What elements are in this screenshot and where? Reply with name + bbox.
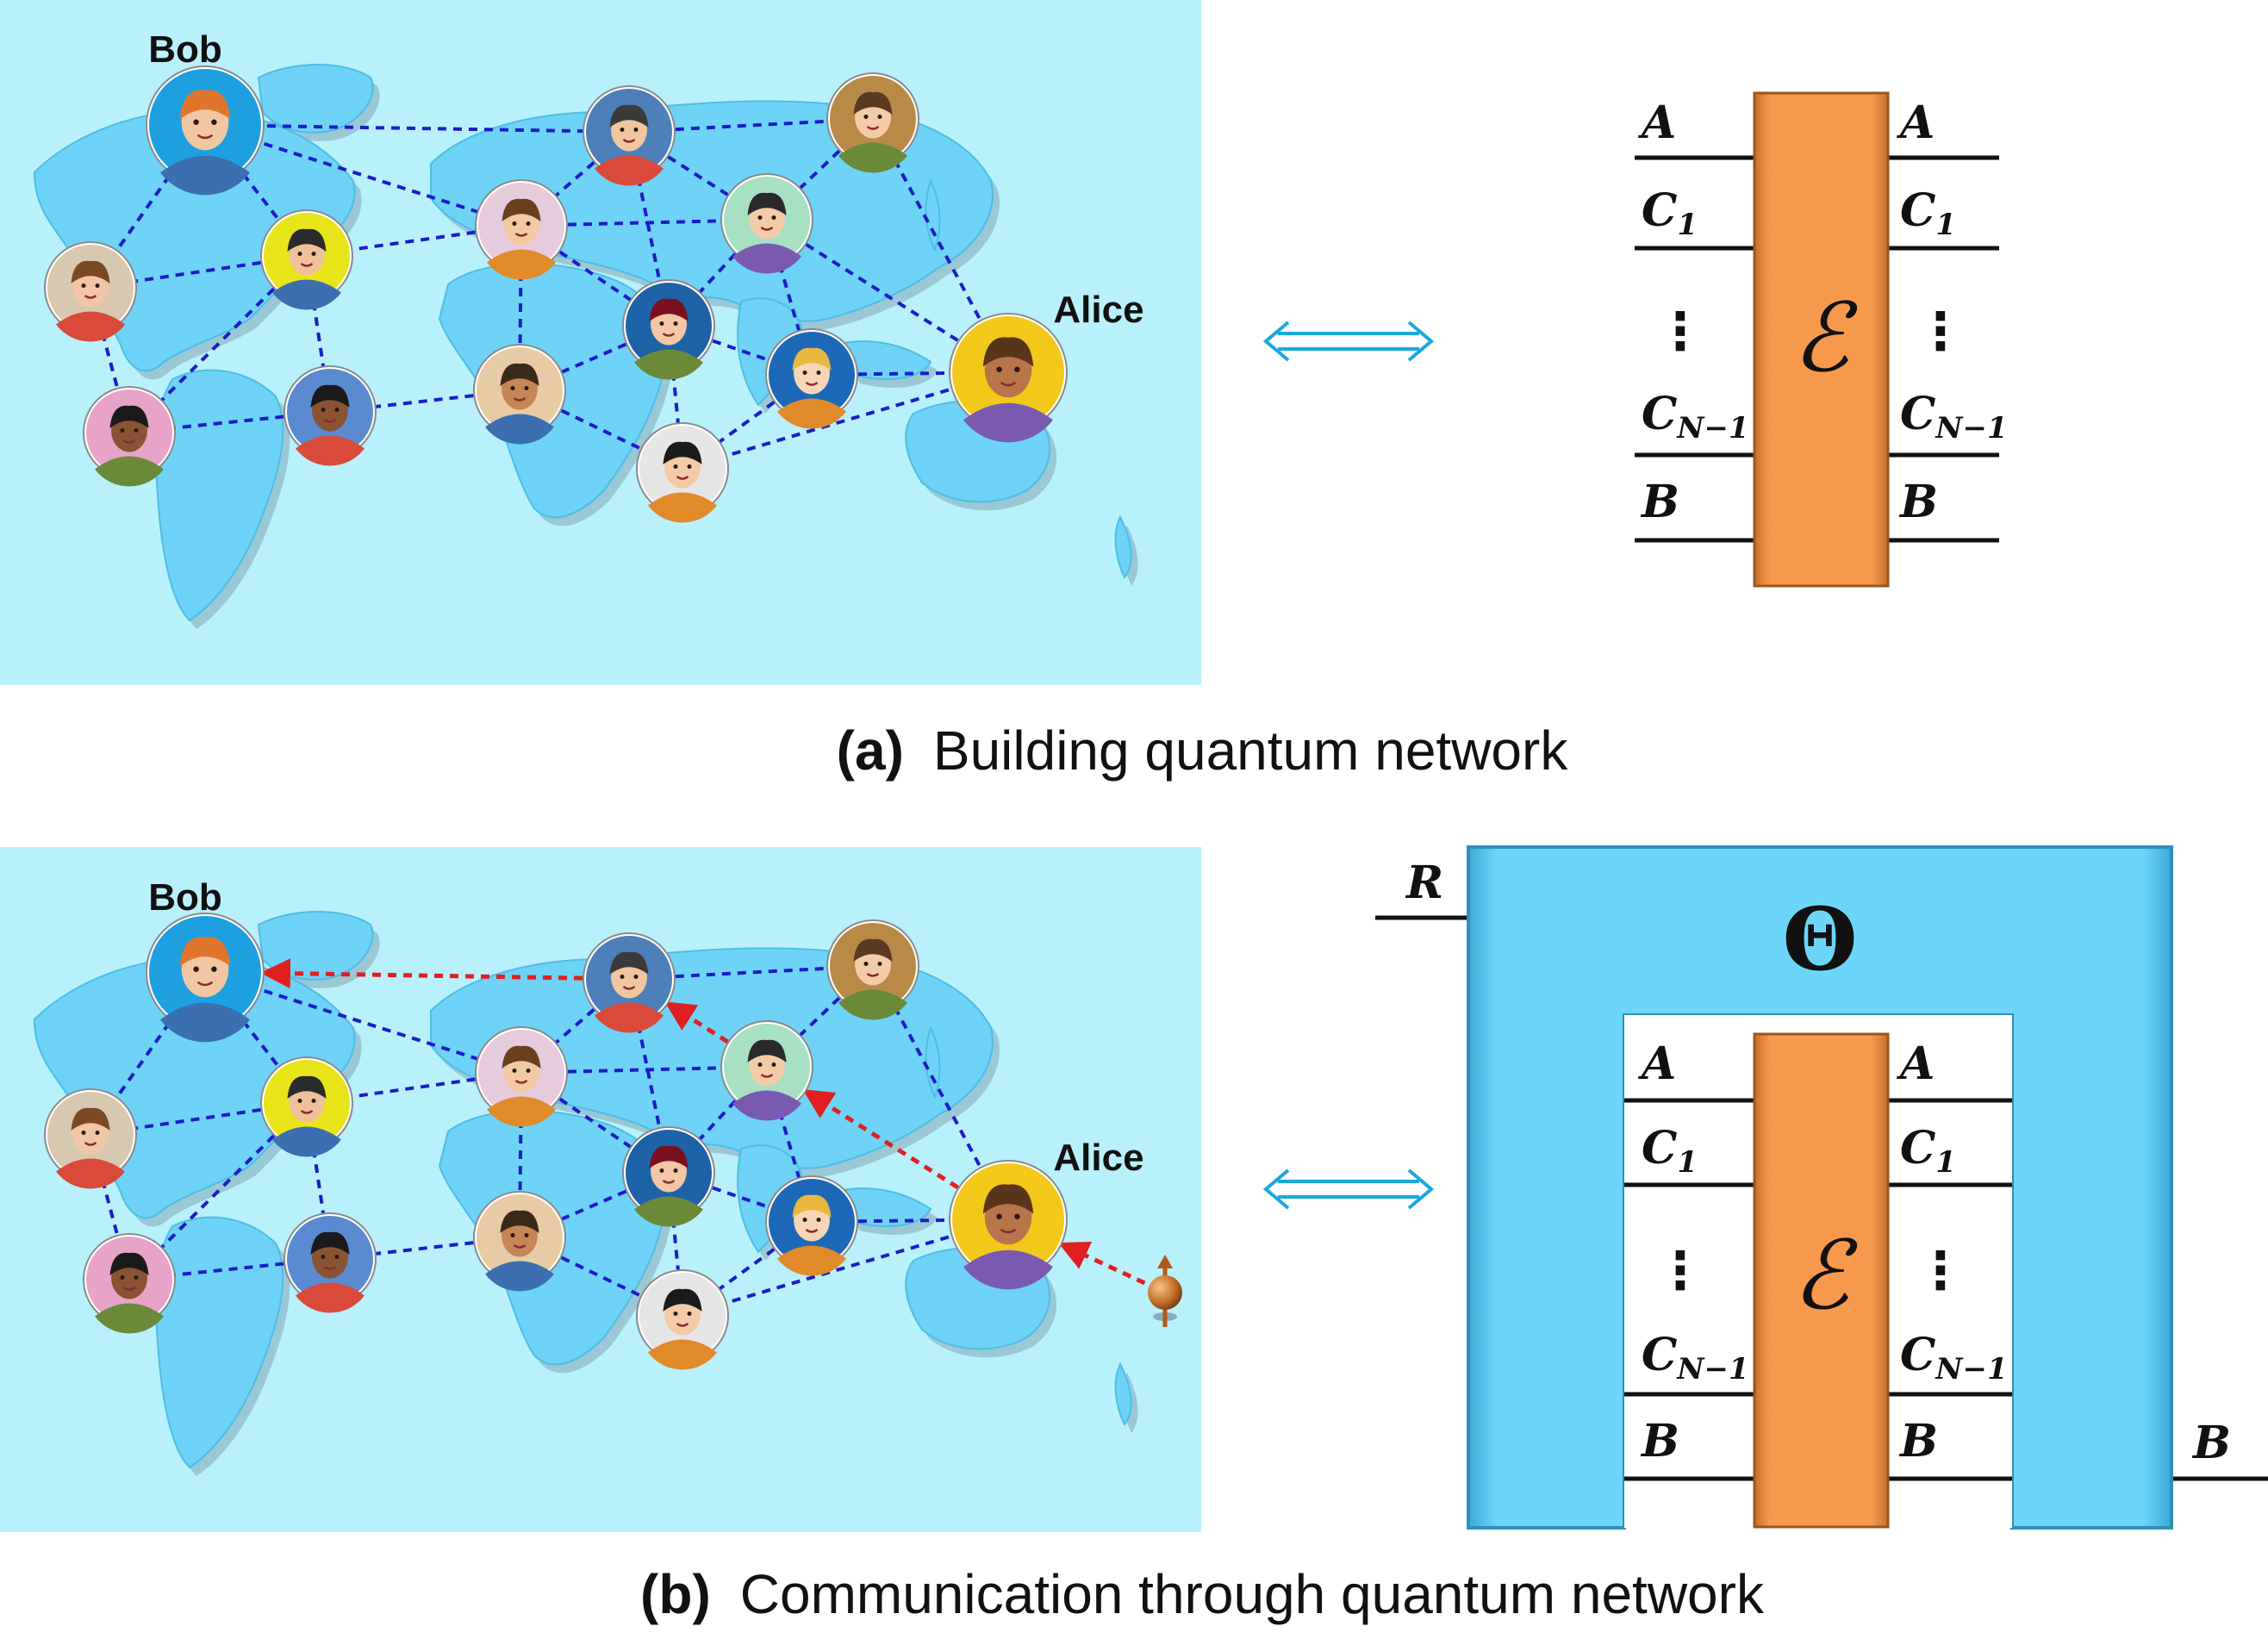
network-link xyxy=(765,219,813,376)
message-path-arrow xyxy=(259,958,583,989)
person-avatar-icon xyxy=(284,1212,377,1313)
alice-label-b: Alice xyxy=(1053,1137,1143,1179)
wire-label-b-in-b: B xyxy=(1640,1415,1679,1467)
panel-b: Bob Alice Θ R B ℰ A A C1 xyxy=(0,845,2268,1625)
person-avatar-icon xyxy=(826,72,919,173)
person-avatar-icon xyxy=(720,173,813,274)
wire-label-a-in: A xyxy=(1637,97,1676,149)
network-link xyxy=(203,123,308,258)
wire-label-cn-in-b: CN−1 xyxy=(1642,1329,1749,1386)
network-link xyxy=(681,1220,813,1318)
person-avatar-icon xyxy=(146,65,265,196)
person-avatar-icon xyxy=(720,1020,813,1121)
person-avatar-icon xyxy=(83,1233,176,1334)
supermap-box xyxy=(1467,845,2173,1530)
reference-label: R xyxy=(1405,857,1443,909)
supermap-diagram-b: Θ R B ℰ A A C1 C1 ⋮ ⋮ CN−1 CN−1 B B xyxy=(1375,845,2268,1530)
person-avatar-icon xyxy=(622,1126,715,1227)
wire-label-a-out-b: A xyxy=(1896,1037,1935,1090)
wire-label-a-in-b: A xyxy=(1637,1037,1676,1090)
spin-qubit-icon xyxy=(1148,1255,1182,1327)
network-link xyxy=(518,225,523,391)
network-link xyxy=(518,1072,523,1238)
wire-dots-in-b: ⋮ xyxy=(1654,1241,1706,1301)
double-arrow-icon xyxy=(1262,321,1435,362)
bob-label-a: Bob xyxy=(148,28,222,71)
person-avatar-icon xyxy=(83,386,176,487)
wire-dots-out-a: ⋮ xyxy=(1915,302,1966,362)
channel-box-a xyxy=(1753,91,1890,588)
person-avatar-icon xyxy=(260,209,353,310)
wire-label-c1-in-b: C1 xyxy=(1642,1122,1698,1180)
network-link xyxy=(682,371,1009,470)
message-path-b xyxy=(259,958,1146,1286)
channel-symbol-b: ℰ xyxy=(1792,1220,1859,1330)
supermap-symbol: Θ xyxy=(1782,888,1857,990)
network-link xyxy=(519,324,670,392)
wire-label-b-in-a: B xyxy=(1640,476,1679,528)
network-link xyxy=(519,1171,670,1239)
wire-label-b-out-b: B xyxy=(1898,1415,1938,1467)
wire-label-cn-in: CN−1 xyxy=(1642,388,1749,446)
person-avatar-icon xyxy=(475,1026,568,1127)
person-avatar-icon xyxy=(826,919,919,1020)
person-avatar-icon xyxy=(765,328,858,429)
person-avatar-icon xyxy=(622,279,715,380)
person-avatar-icon xyxy=(146,913,265,1043)
person-avatar-icon xyxy=(284,365,377,466)
caption-b: (b)Communication through quantum network xyxy=(640,1563,1765,1625)
network-nodes-b xyxy=(44,913,1068,1370)
person-avatar-icon xyxy=(583,932,676,1033)
bob-label-b: Bob xyxy=(148,876,222,919)
wire-label-b-out-a: B xyxy=(1898,476,1938,528)
wire-dots-out-b: ⋮ xyxy=(1915,1241,1966,1301)
panel-a: Bob Alice ℰ A A C1 C1 ⋮ ⋮ CN−1 CN−1 xyxy=(0,0,2008,782)
wire-dots-in-a: ⋮ xyxy=(1654,302,1706,362)
person-avatar-icon xyxy=(949,313,1068,443)
double-arrow-icon xyxy=(1262,1168,1435,1210)
wire-label-cn-out-b: CN−1 xyxy=(1900,1329,2008,1386)
person-avatar-icon xyxy=(636,1269,729,1370)
channel-box-b xyxy=(1753,1032,1890,1529)
wire-label-c1-out-b: C1 xyxy=(1900,1122,1956,1180)
person-avatar-icon xyxy=(636,422,729,523)
caption-a: (a)Building quantum network xyxy=(837,720,1569,782)
network-link xyxy=(203,970,308,1105)
person-avatar-icon xyxy=(44,1088,137,1189)
network-link xyxy=(682,1218,1009,1318)
channel-symbol-a: ℰ xyxy=(1792,283,1859,393)
person-avatar-icon xyxy=(583,85,676,186)
wire-label-cn-out: CN−1 xyxy=(1900,388,2008,446)
message-path-arrow xyxy=(664,1001,729,1044)
person-avatar-icon xyxy=(260,1056,353,1157)
channel-diagram-a: ℰ A A C1 C1 ⋮ ⋮ CN−1 CN−1 B B xyxy=(1635,91,2008,588)
wire-label-c1-in: C1 xyxy=(1642,184,1698,242)
person-avatar-icon xyxy=(44,241,137,342)
output-label: B xyxy=(2191,1417,2231,1469)
wire-label-c1-out: C1 xyxy=(1900,184,1956,242)
message-path-arrow xyxy=(802,1089,960,1190)
network-link xyxy=(765,1066,813,1223)
network-link xyxy=(681,373,813,470)
network-nodes-a xyxy=(44,65,1068,523)
wire-label-a-out: A xyxy=(1896,97,1935,149)
person-avatar-icon xyxy=(475,179,568,280)
person-avatar-icon xyxy=(949,1160,1068,1290)
network-link xyxy=(627,130,769,221)
alice-label-a: Alice xyxy=(1053,289,1143,331)
person-avatar-icon xyxy=(473,344,566,445)
person-avatar-icon xyxy=(765,1175,858,1276)
person-avatar-icon xyxy=(473,1191,566,1292)
